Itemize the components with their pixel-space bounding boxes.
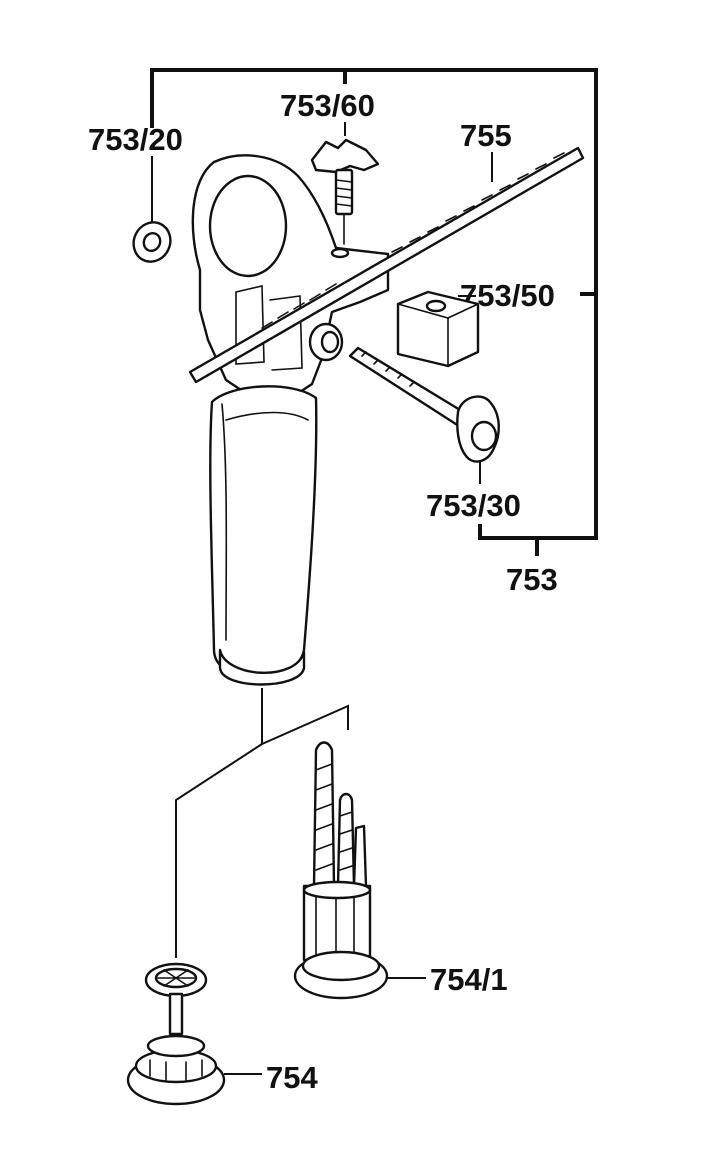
label-753-30: 753/30 bbox=[426, 488, 521, 523]
wing-bolt-753-60 bbox=[310, 138, 380, 245]
depth-stop-754 bbox=[126, 962, 226, 1106]
wing-screw-753-30 bbox=[348, 346, 500, 463]
assembly-bracket-753 bbox=[150, 68, 598, 540]
label-753: 753 bbox=[506, 562, 558, 597]
threaded-rod-755 bbox=[188, 146, 585, 384]
label-753-60: 753/60 bbox=[280, 88, 375, 123]
hole-cap bbox=[330, 247, 350, 259]
label-754: 754 bbox=[266, 1060, 318, 1095]
clamp-block-753-50 bbox=[396, 290, 480, 368]
leader-tree-754 bbox=[175, 688, 349, 958]
label-755: 755 bbox=[460, 118, 512, 153]
hex-nut-753-20 bbox=[132, 221, 172, 263]
depth-stop-754-1 bbox=[293, 741, 389, 1000]
side-handle-body bbox=[191, 154, 390, 686]
label-754-1: 754/1 bbox=[430, 962, 508, 997]
label-753-20: 753/20 bbox=[88, 122, 183, 157]
